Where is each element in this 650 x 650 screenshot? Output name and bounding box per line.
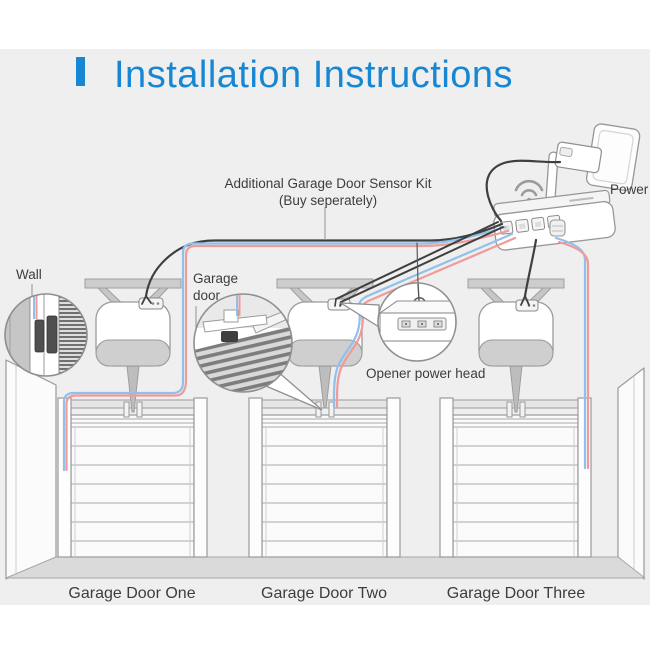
opener-power-head-label: Opener power head	[366, 366, 485, 381]
garage-door-sensor-unit	[221, 331, 238, 342]
garage-door-sensor-callout	[193, 293, 293, 393]
sensor-wires	[62, 221, 590, 472]
wire-blue-door-two	[332, 232, 514, 409]
opener-two-mount-bar	[276, 278, 374, 289]
power-plug	[554, 141, 603, 174]
page-title: Installation Instructions	[76, 54, 513, 96]
right-wall	[617, 367, 645, 580]
wall-label: Wall	[16, 267, 42, 282]
wall-sensor-magnet	[34, 319, 45, 353]
wire-red-door-one	[65, 229, 510, 472]
door-two-right-post	[386, 397, 401, 558]
door-sensor	[46, 315, 58, 354]
power-cable	[485, 159, 562, 223]
diagram-labels: Additional Garage Door Sensor Kit (Buy s…	[16, 176, 649, 602]
wire-blue-door-one	[62, 225, 507, 472]
garage-floor	[5, 556, 646, 579]
opener-power-head-callout	[377, 282, 457, 362]
title-accent-bar	[76, 57, 85, 86]
door-openers	[84, 278, 565, 413]
garage-structure	[5, 359, 646, 580]
sensor-kit-label-line1: Additional Garage Door Sensor Kit	[224, 176, 431, 191]
garage-door-label-line1: Garage	[193, 271, 238, 286]
opener-three-mount-bar	[467, 278, 565, 289]
wire-red-door-two	[335, 236, 517, 409]
door-panel-hatch	[194, 326, 292, 392]
power-label: Power	[610, 182, 649, 197]
left-wall	[5, 359, 57, 580]
sensor-bracket-shelf	[202, 314, 268, 333]
wire-black-opener-three	[523, 238, 538, 298]
garage-door-two	[248, 397, 401, 558]
garage-doors	[57, 397, 592, 558]
wall-callout-ring	[4, 293, 88, 377]
power-head-callout-ring	[377, 282, 457, 362]
page-title-text: Installation Instructions	[114, 54, 513, 96]
garage-door-label-line2: door	[193, 288, 221, 303]
wire-power-head-lead	[416, 242, 419, 285]
wall-sensor-callout	[4, 293, 88, 377]
antenna-base	[549, 219, 566, 237]
opener-one	[84, 278, 182, 413]
opener-two	[276, 278, 374, 409]
door-three-label: Garage Door Three	[447, 585, 586, 602]
hub-ports	[499, 214, 561, 235]
power-outlet	[585, 123, 641, 192]
garage-door-callout-ring	[193, 293, 293, 393]
door-one-label: Garage Door One	[68, 585, 195, 602]
door-two-left-post	[248, 397, 263, 558]
sensor-kit-label-line2: (Buy seperately)	[279, 193, 377, 208]
door-one-right-post	[193, 397, 208, 558]
opener-one-mount-bar	[84, 278, 182, 289]
door-two-label: Garage Door Two	[261, 585, 387, 602]
wire-blue-door-three	[554, 236, 587, 470]
hub-assembly	[485, 123, 641, 251]
door-three-left-post	[439, 397, 454, 558]
garage-door-one	[57, 397, 208, 558]
garage-door-three	[439, 397, 592, 558]
wire-red-door-three	[557, 240, 590, 470]
